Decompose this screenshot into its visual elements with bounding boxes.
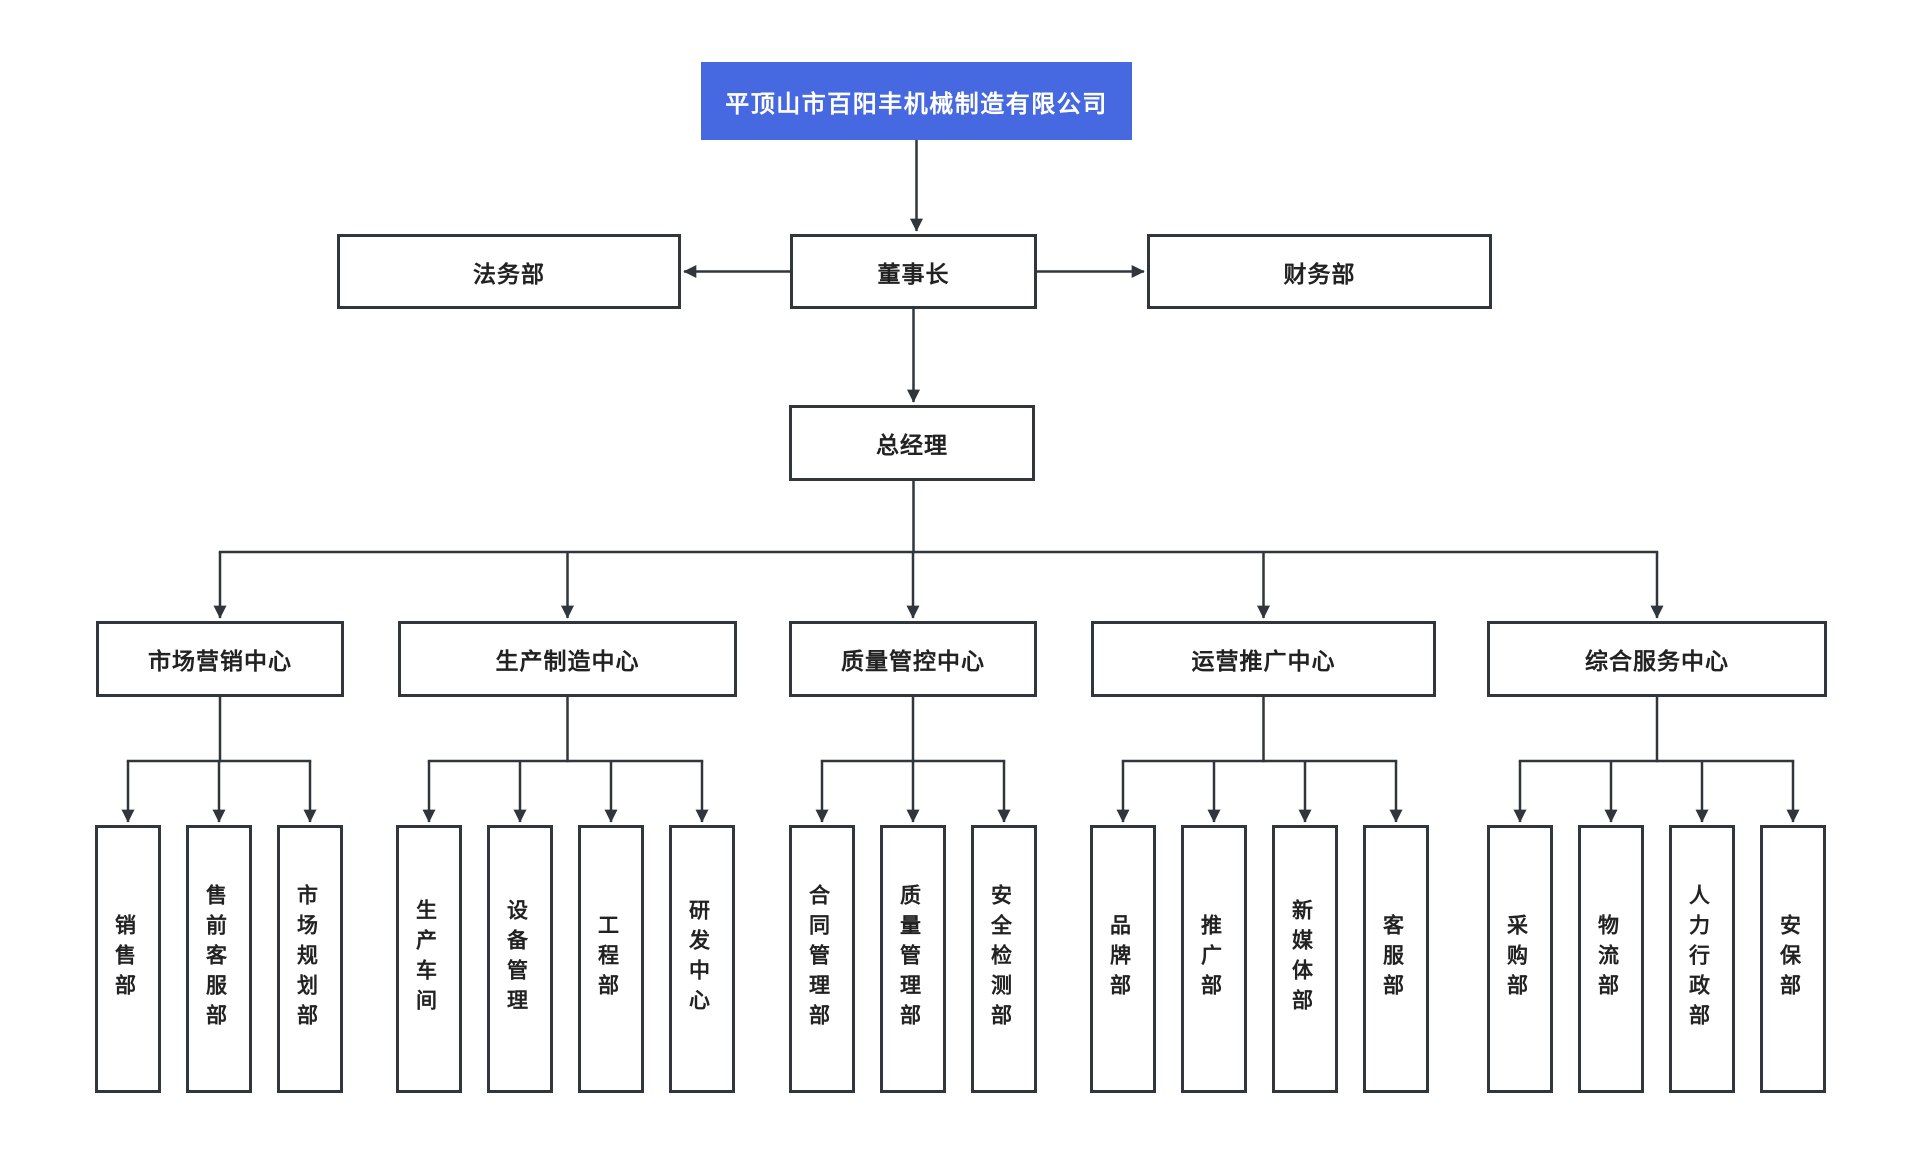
rd-center-label: 研发中心 <box>686 899 710 1019</box>
org-node-rd-center[interactable]: 研发中心 <box>669 825 735 1093</box>
procurement-dept-label: 采购部 <box>1504 914 1528 1004</box>
new-media-dept-label: 新媒体部 <box>1289 899 1313 1019</box>
market-planning-dept-label: 市场规划部 <box>294 884 318 1034</box>
org-node-chairman[interactable]: 董事长 <box>790 234 1037 309</box>
safety-inspection-dept-label: 安全检测部 <box>988 884 1012 1034</box>
org-node-presales-service-dept[interactable]: 售前客服部 <box>186 825 252 1093</box>
org-node-marketing-center[interactable]: 市场营销中心 <box>96 621 344 697</box>
org-node-company-root[interactable]: 平顶山市百阳丰机械制造有限公司 <box>701 62 1132 140</box>
general-manager-label: 总经理 <box>876 432 948 458</box>
org-node-security-dept[interactable]: 安保部 <box>1760 825 1826 1093</box>
marketing-center-label: 市场营销中心 <box>148 648 292 674</box>
org-node-new-media-dept[interactable]: 新媒体部 <box>1272 825 1338 1093</box>
brand-dept-label: 品牌部 <box>1107 914 1131 1004</box>
org-node-contract-management-dept[interactable]: 合同管理部 <box>789 825 855 1093</box>
sales-dept-label: 销售部 <box>112 914 136 1004</box>
org-node-finance-dept[interactable]: 财务部 <box>1147 234 1492 309</box>
org-node-equipment-management[interactable]: 设备管理 <box>487 825 553 1093</box>
logistics-dept-label: 物流部 <box>1595 914 1619 1004</box>
finance-dept-label: 财务部 <box>1283 260 1356 287</box>
org-node-production-workshop[interactable]: 生产车间 <box>396 825 462 1093</box>
customer-service-dept-label: 客服部 <box>1380 914 1404 1004</box>
production-center-label: 生产制造中心 <box>495 648 640 674</box>
org-node-promotion-dept[interactable]: 推广部 <box>1181 825 1247 1093</box>
legal-dept-label: 法务部 <box>473 260 545 287</box>
quality-center-label: 质量管控中心 <box>841 648 985 674</box>
org-node-brand-dept[interactable]: 品牌部 <box>1090 825 1156 1093</box>
org-node-hr-admin-dept[interactable]: 人力行政部 <box>1669 825 1735 1093</box>
org-node-procurement-dept[interactable]: 采购部 <box>1487 825 1553 1093</box>
org-node-legal-dept[interactable]: 法务部 <box>337 234 681 309</box>
org-node-customer-service-dept[interactable]: 客服部 <box>1363 825 1429 1093</box>
org-node-general-manager[interactable]: 总经理 <box>789 405 1035 481</box>
company-name-label: 平顶山市百阳丰机械制造有限公司 <box>725 90 1108 118</box>
contract-management-dept-label: 合同管理部 <box>806 884 830 1034</box>
org-node-quality-management-dept[interactable]: 质量管理部 <box>880 825 946 1093</box>
presales-service-dept-label: 售前客服部 <box>203 884 227 1034</box>
engineering-dept-label: 工程部 <box>595 914 619 1004</box>
production-workshop-label: 生产车间 <box>413 899 437 1019</box>
chairman-label: 董事长 <box>877 260 950 287</box>
org-node-production-center[interactable]: 生产制造中心 <box>398 621 737 697</box>
security-dept-label: 安保部 <box>1777 914 1801 1004</box>
promotion-dept-label: 推广部 <box>1198 914 1222 1004</box>
org-node-logistics-dept[interactable]: 物流部 <box>1578 825 1644 1093</box>
org-node-market-planning-dept[interactable]: 市场规划部 <box>277 825 343 1093</box>
service-center-label: 综合服务中心 <box>1585 648 1729 674</box>
org-node-service-center[interactable]: 综合服务中心 <box>1487 621 1827 697</box>
operations-center-label: 运营推广中心 <box>1191 648 1336 674</box>
org-node-safety-inspection-dept[interactable]: 安全检测部 <box>971 825 1037 1093</box>
org-node-engineering-dept[interactable]: 工程部 <box>578 825 644 1093</box>
quality-management-dept-label: 质量管理部 <box>897 884 921 1034</box>
org-node-sales-dept[interactable]: 销售部 <box>95 825 161 1093</box>
org-node-quality-center[interactable]: 质量管控中心 <box>789 621 1037 697</box>
hr-admin-dept-label: 人力行政部 <box>1686 884 1710 1034</box>
org-node-operations-center[interactable]: 运营推广中心 <box>1091 621 1436 697</box>
equipment-management-label: 设备管理 <box>504 899 528 1019</box>
